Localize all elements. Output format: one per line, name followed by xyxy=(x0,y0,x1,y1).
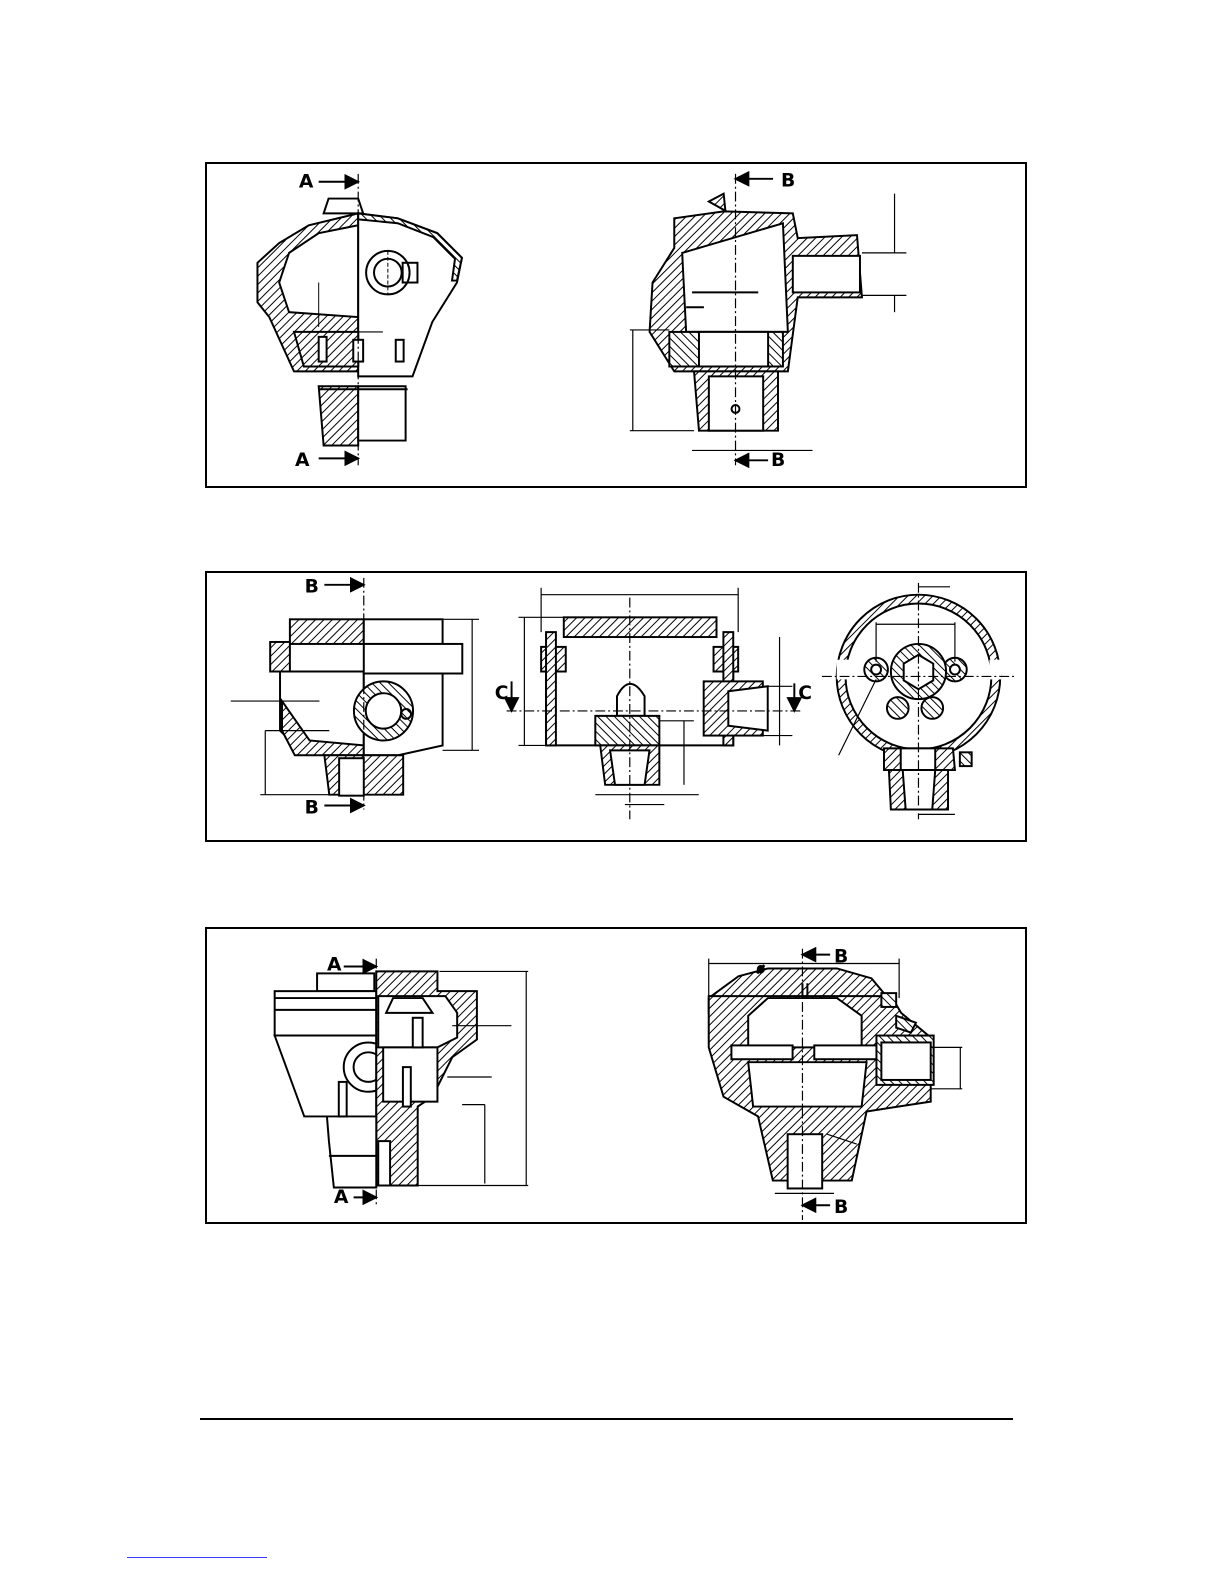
label-b-bottom: B xyxy=(771,450,785,471)
section-marker-b-bottom-2: B xyxy=(305,797,364,818)
panel-2-drawing: B B xyxy=(207,573,1025,840)
label-a-top-3: A xyxy=(327,954,342,975)
section-marker-b-top-2: B xyxy=(305,577,364,598)
section-marker-c-left: C xyxy=(495,681,512,711)
section-marker-b-top: B xyxy=(736,171,796,192)
head-view-side xyxy=(231,578,479,810)
drawing-panel-1: A A xyxy=(205,162,1027,488)
section-marker-a-top-3: A xyxy=(327,954,376,975)
label-a-top: A xyxy=(299,172,314,193)
link-underline-fragment xyxy=(127,1557,267,1558)
section-marker-b-top-3: B xyxy=(802,947,848,968)
label-b-bottom-3: B xyxy=(834,1197,848,1218)
section-marker-a-top: A xyxy=(299,172,358,193)
panel-3-drawing: A A xyxy=(207,929,1025,1222)
label-b-bottom-2: B xyxy=(305,797,319,818)
label-a-bottom-3: A xyxy=(334,1187,349,1208)
head-view-plan xyxy=(822,583,1014,819)
label-b-top-3: B xyxy=(834,947,848,968)
head-view-section xyxy=(507,588,803,820)
footer-rule xyxy=(200,1418,1013,1420)
section-marker-c-right: C xyxy=(794,683,812,711)
label-b-top: B xyxy=(781,171,795,192)
drawing-panel-2: B B xyxy=(205,571,1027,842)
diameter-symbol: ø xyxy=(757,961,764,975)
head-view-cast-right: ø xyxy=(709,949,963,1220)
head-view-left xyxy=(257,174,461,465)
label-c-right: C xyxy=(798,683,812,704)
label-b-top-2: B xyxy=(305,577,319,598)
head-view-right xyxy=(630,174,907,465)
section-marker-a-bottom: A xyxy=(295,450,358,471)
label-c-left: C xyxy=(495,683,509,704)
head-view-cast-left xyxy=(275,959,529,1206)
section-marker-a-bottom-3: A xyxy=(334,1187,376,1208)
panel-1-drawing: A A xyxy=(207,164,1025,486)
label-a-bottom: A xyxy=(295,450,310,471)
section-marker-b-bottom-3: B xyxy=(802,1197,848,1218)
drawing-panel-3: A A xyxy=(205,927,1027,1224)
section-marker-b-bottom: B xyxy=(736,450,786,471)
